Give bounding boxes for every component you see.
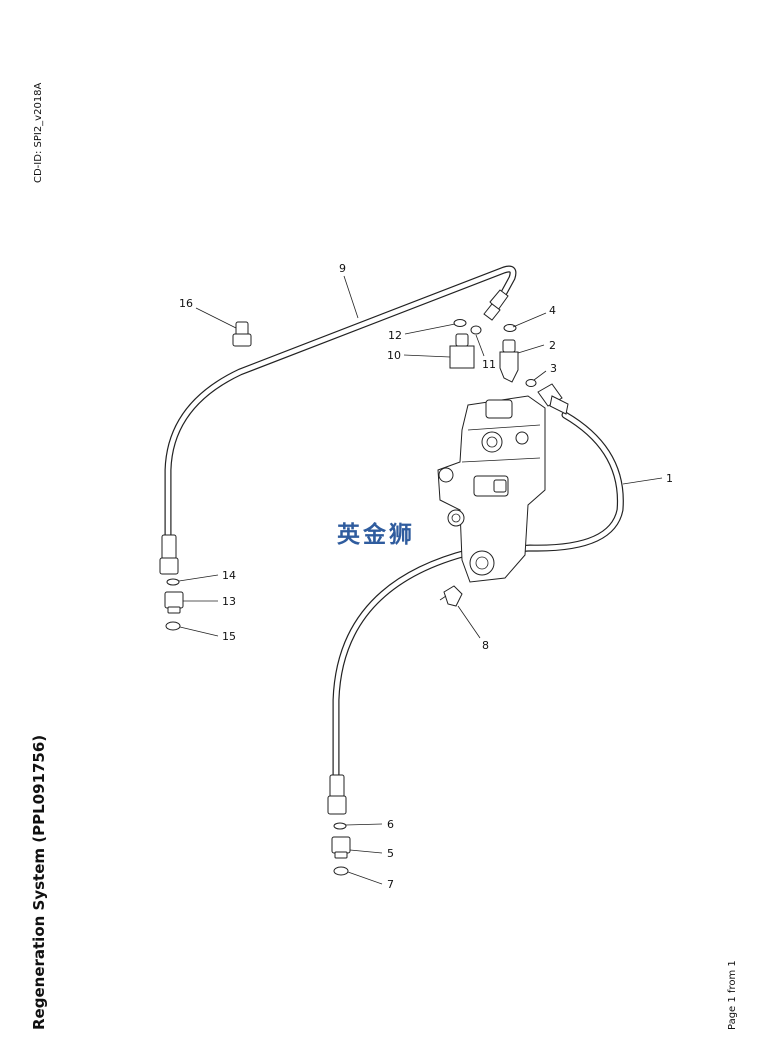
seal-12	[453, 319, 467, 327]
hose-9	[164, 265, 517, 539]
part-16-connector	[232, 321, 252, 347]
hose-1-fitting	[537, 383, 569, 415]
part-8-clip	[439, 585, 463, 607]
hose-1	[332, 411, 624, 779]
part-10-adapter	[449, 333, 475, 369]
seal-6	[333, 822, 347, 830]
callout-15: 15	[222, 630, 236, 643]
callout-3: 3	[550, 362, 557, 375]
part-5-union	[331, 836, 351, 859]
callout-12: 12	[388, 329, 402, 342]
callout-2: 2	[549, 339, 556, 352]
seal-14	[166, 578, 180, 586]
seal-3	[525, 379, 537, 387]
leader-lines	[178, 275, 663, 885]
callout-8: 8	[482, 639, 489, 652]
part-13-union	[164, 591, 184, 614]
seal-7	[333, 866, 349, 876]
seal-4	[503, 324, 517, 332]
hose-1-end-fitting	[327, 774, 347, 815]
hose-9-fitting	[483, 289, 509, 321]
part-2-elbow	[499, 339, 519, 383]
callout-10: 10	[387, 349, 401, 362]
callout-4: 4	[549, 304, 556, 317]
watermark-text: 英金狮	[337, 522, 415, 548]
callout-9: 9	[339, 262, 346, 275]
callout-7: 7	[387, 878, 394, 891]
callout-16: 16	[179, 297, 193, 310]
callout-1: 1	[666, 472, 673, 485]
callout-6: 6	[387, 818, 394, 831]
callout-13: 13	[222, 595, 236, 608]
seal-11	[470, 325, 482, 335]
hose-9-end-fitting	[159, 534, 179, 575]
seal-15	[165, 621, 181, 631]
callout-11: 11	[482, 358, 496, 371]
callout-14: 14	[222, 569, 236, 582]
callout-5: 5	[387, 847, 394, 860]
valve-housing	[437, 395, 546, 583]
callout-labels: 1 2 3 4 5 6 7 8 9 10 11 12 13 14 15 16	[179, 262, 673, 891]
